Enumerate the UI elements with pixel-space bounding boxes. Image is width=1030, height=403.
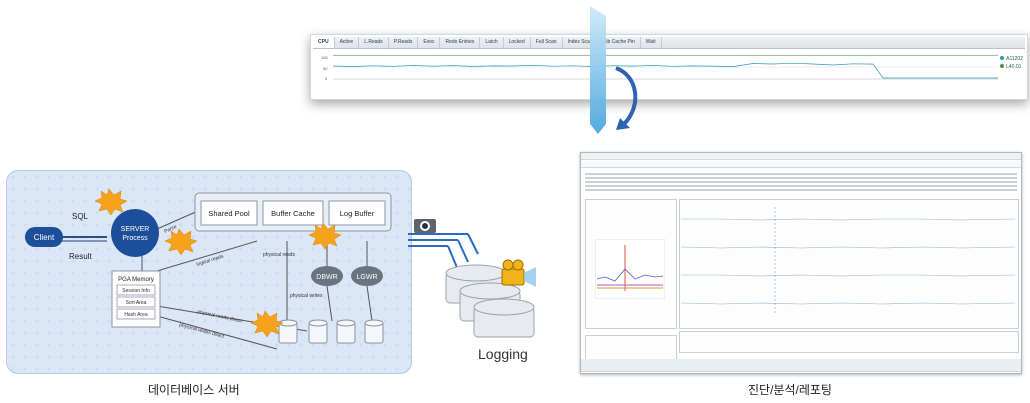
tab-lib-cache-pin[interactable]: Lib Cache Pin bbox=[599, 37, 641, 48]
log-buffer-box bbox=[328, 200, 386, 226]
video-camera-icon bbox=[501, 259, 536, 287]
network-lines bbox=[408, 233, 479, 271]
tab-p-reads[interactable]: P.Reads bbox=[389, 37, 419, 48]
down-arrow-icon bbox=[590, 6, 606, 134]
monitor-legend: A11202 L40.01 bbox=[1000, 55, 1023, 71]
buffer-cache-box bbox=[262, 200, 324, 226]
series-line-1 bbox=[332, 62, 998, 79]
tab-full-scan[interactable]: Full Scan bbox=[531, 37, 563, 48]
buffer-cache-label: Buffer Cache bbox=[271, 209, 315, 218]
report-bottom-strip bbox=[679, 331, 1019, 353]
caption-database-server: 데이터베이스 서버 bbox=[148, 383, 240, 397]
report-toolbar bbox=[581, 153, 1021, 160]
shared-pool-box bbox=[200, 200, 258, 226]
parse-label: Parse bbox=[163, 224, 178, 235]
camera-icon bbox=[414, 219, 436, 233]
logging-label: Logging bbox=[478, 346, 528, 362]
log-buffer-label: Log Buffer bbox=[340, 209, 375, 218]
pga-item-sort: Sort Area bbox=[126, 300, 147, 306]
y-tick-0: 0 bbox=[325, 76, 328, 81]
server-process-circle bbox=[111, 209, 159, 257]
logical-reads-label: logical reads bbox=[196, 253, 225, 268]
sql-label: SQL bbox=[72, 212, 89, 221]
y-tick-100: 100 bbox=[321, 55, 328, 60]
cpu-line-chart: 100 50 0 bbox=[321, 54, 999, 81]
logging-database-icon bbox=[445, 259, 536, 338]
report-screenshot bbox=[580, 152, 1022, 374]
tab-active[interactable]: Active bbox=[335, 37, 360, 48]
physical-writes-direct-label: physical writes direct bbox=[178, 322, 225, 340]
report-main-panel bbox=[679, 199, 1019, 329]
bottleneck-burst-icon bbox=[94, 188, 342, 338]
pga-item-session: Session Info bbox=[122, 288, 150, 294]
physical-reads-label: physical reads bbox=[263, 252, 295, 258]
disk-icon bbox=[278, 319, 384, 344]
physical-reads-direct-label: physical reads direct bbox=[197, 309, 243, 324]
report-mini-chart bbox=[595, 239, 665, 299]
legend-item-2: L40.01 bbox=[1006, 64, 1022, 70]
tab-locked[interactable]: Locked bbox=[504, 37, 531, 48]
curved-arrow-icon bbox=[615, 66, 638, 126]
caption-diagnosis-report: 진단/분석/레포팅 bbox=[748, 383, 832, 397]
tab-exec[interactable]: Exec bbox=[418, 37, 441, 48]
client-label: Client bbox=[34, 233, 55, 242]
pga-memory-label: PGA Memory bbox=[118, 277, 154, 283]
svg-text:Process: Process bbox=[122, 235, 148, 242]
physical-writes-label: physical writes bbox=[290, 293, 323, 299]
legend-item-1: A11202 bbox=[1006, 56, 1023, 62]
flow-arrow bbox=[590, 6, 638, 134]
shared-pool-label: Shared Pool bbox=[208, 209, 250, 218]
tab-wait[interactable]: Wait bbox=[641, 37, 662, 48]
tab-cpu[interactable]: CPU bbox=[313, 37, 335, 48]
tab-latch[interactable]: Latch bbox=[480, 37, 504, 48]
report-timeline-charts bbox=[681, 207, 1015, 315]
database-server-diagram: Client SQL Result SERVER Process Shared … bbox=[6, 170, 412, 374]
result-label: Result bbox=[69, 252, 92, 261]
lgwr-oval bbox=[351, 266, 383, 286]
db-diagram-lines: Client SQL Result SERVER Process Shared … bbox=[25, 188, 392, 350]
server-process-label: SERVER bbox=[121, 226, 150, 233]
dbwr-label: DBWR bbox=[316, 274, 337, 281]
pga-item-hash: Hash Area bbox=[124, 312, 148, 318]
tab-redo-entries[interactable]: Redo Entries bbox=[440, 37, 481, 48]
y-tick-50: 50 bbox=[323, 66, 328, 71]
tab-l-reads[interactable]: L.Reads bbox=[359, 37, 389, 48]
dbwr-oval bbox=[311, 266, 343, 286]
lgwr-label: LGWR bbox=[357, 274, 378, 281]
client-pill bbox=[25, 227, 63, 247]
